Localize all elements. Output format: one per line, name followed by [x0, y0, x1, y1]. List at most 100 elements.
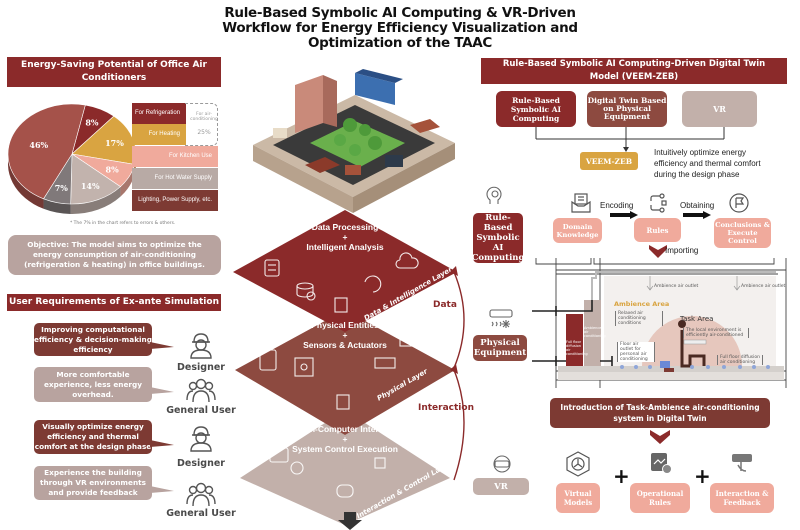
ambience-area-label: Ambience Area: [614, 300, 670, 308]
pie-slice: [7, 103, 86, 200]
encoding-arrow-icon: [610, 211, 638, 219]
ac-group-value: 25%: [197, 129, 211, 136]
taac-section-diagram: [532, 258, 787, 388]
layer-title-line1: Data Processing: [311, 222, 379, 232]
pie-chart: 8%17%8%14%7%46%: [7, 103, 137, 214]
step-conclusions: Conclusions & Execute Control: [714, 218, 771, 248]
output-virtual-models: Virtual Models: [556, 483, 600, 513]
pie-slice-depth: [43, 198, 71, 214]
component-digital-twin: Digital Twin Based on Physical Equipment: [587, 91, 667, 127]
unit-2-label: Ambience air conditioning: [584, 326, 606, 338]
data-intelligence-layer-shape: [233, 210, 457, 332]
requirement-bubble-3: Visually optimize energy efficiency and …: [34, 420, 174, 454]
energy-banner: Energy-Saving Potential of Office Air Co…: [7, 57, 221, 87]
importing-label: Importing: [665, 246, 699, 255]
rules-icon: [650, 193, 667, 213]
flow-arrows: [450, 266, 465, 481]
taac-intro-banner-text: Introduction of Task-Ambience air-condit…: [560, 403, 760, 423]
encoding-label: Encoding: [600, 201, 634, 210]
pie-legend-item: For Hot Water Supply: [132, 168, 218, 189]
layer-title-line2: Intelligent Analysis: [306, 242, 384, 252]
ambience-outlet-label-2: Ambience air outlet: [741, 284, 786, 289]
component-ai: Rule-Based Symbolic AI Computing: [496, 91, 576, 127]
role-label: General User: [166, 508, 236, 519]
ac-group-label: For air-conditioning: [190, 112, 218, 122]
user-requirements-banner: User Requirements of Ex-ante Simulation: [7, 294, 221, 311]
virtual-model-icon: [566, 451, 590, 477]
pie-slice-label: 8%: [106, 165, 120, 175]
down-chevron-icon: [650, 430, 670, 444]
pie-slice-depth: [120, 164, 135, 197]
ai-brain-icon: [486, 186, 502, 204]
veem-zeb-label: VEEM-ZEB: [580, 152, 638, 170]
layer-plus: +: [342, 232, 348, 242]
full-floor-diffusion-label: Full floor diffusion air conditioning: [717, 355, 763, 365]
veem-zeb-description: Intuitively optimize energy efficiency a…: [654, 148, 761, 179]
role-label: Designer: [177, 458, 225, 469]
general-user-icon: [186, 482, 216, 507]
role-label: General User: [166, 405, 236, 416]
vr-headset-icon: [493, 455, 511, 473]
requirement-bubble-1: Improving computational efficiency & dec…: [34, 323, 174, 356]
pie-legend-item: For Kitchen Use: [132, 146, 218, 167]
pie-slice-label: 17%: [105, 138, 124, 148]
layer-plus: +: [342, 330, 348, 340]
pie-note: * The 7% in the chart refers to errors &…: [70, 221, 176, 226]
obtaining-label: Obtaining: [680, 201, 715, 210]
step-domain-knowledge: Domain Knowledge: [553, 218, 602, 243]
plus-sign-1: +: [613, 464, 630, 488]
down-arrow-icon: [338, 512, 362, 530]
pie-legend-item: For Refrigeration: [132, 103, 186, 124]
obtaining-arrow-icon: [683, 211, 711, 219]
air-conditioner-icon: [489, 309, 513, 328]
digital-twin-banner: Rule-Based Symbolic AI Computing-Driven …: [481, 58, 787, 84]
component-vr: VR: [682, 91, 757, 127]
plus-sign-2: +: [694, 464, 711, 488]
pie-labels: 8%17%8%14%7%46%: [29, 118, 124, 193]
requirement-text: Experience the building through VR envir…: [39, 468, 147, 497]
requirement-text: Visually optimize energy efficiency and …: [34, 422, 152, 451]
layer-plus: +: [342, 434, 348, 444]
side-box-ai: Rule-Based Symbolic AI Computing: [471, 213, 525, 263]
layer-title-line2: System Control Execution: [292, 444, 398, 454]
layer-title-line1: Physical Entities: [311, 320, 379, 330]
pie-slice-label: 7%: [55, 183, 69, 193]
requirement-text: Improving computational efficiency & dec…: [34, 324, 152, 354]
operational-rules-icon: [651, 453, 672, 474]
flag-conclusion-icon: [729, 193, 749, 213]
designer-icon: [190, 426, 212, 452]
layer-title-line2: Sensors & Actuators: [303, 340, 387, 350]
page-title: Rule-Based Symbolic AI Computing & VR-Dr…: [222, 5, 578, 51]
side-box-physical-equipment: Physical Equipment: [473, 335, 527, 361]
ac-group-bracket: [185, 103, 218, 146]
requirement-bubble-2: More comfortable experience, less energy…: [34, 367, 174, 402]
pie-legend-item: For Heating: [132, 124, 186, 145]
flow-label-interaction: Interaction: [418, 403, 474, 413]
layer-2-title: Physical Entities + Sensors & Actuators: [285, 319, 405, 352]
objective-box: Objective: The model aims to optimize th…: [8, 235, 221, 275]
designer-icon: [190, 333, 212, 359]
step-rules: Rules: [634, 218, 681, 242]
output-operational-rules: Operational Rules: [630, 483, 690, 513]
pie-slice-label: 46%: [29, 140, 48, 150]
city-model-illustration: [253, 69, 455, 213]
pie-slice: [70, 153, 121, 205]
digital-twin-banner-text: Rule-Based Symbolic AI Computing-Driven …: [502, 59, 766, 82]
unit-1-label: Full floor diffusion air conditioning: [566, 340, 588, 356]
role-label: Designer: [177, 362, 225, 373]
importing-arrow-icon: [649, 245, 667, 258]
interaction-feedback-icon: [732, 454, 752, 472]
objective-text: Objective: The model aims to optimize th…: [24, 240, 205, 269]
user-banner-text: User Requirements of Ex-ante Simulation: [9, 297, 219, 307]
layer-diamonds: [233, 210, 457, 525]
local-environment-label: The local environment is efficiently air…: [683, 328, 749, 338]
component-connector: [535, 127, 725, 152]
task-area-label: Task Area: [680, 315, 714, 323]
layer-title-line1: Human-Computer Interaction: [286, 424, 404, 434]
interaction-control-layer-shape: [240, 410, 450, 525]
flow-label-data: Data: [433, 300, 457, 310]
layer-1-title: Data Processing + Intelligent Analysis: [285, 221, 405, 254]
requirement-text: More comfortable experience, less energy…: [43, 369, 142, 399]
relaxed-conditions-label: Relaxed air conditioning conditions: [615, 311, 663, 326]
pie-slices: [7, 103, 137, 205]
